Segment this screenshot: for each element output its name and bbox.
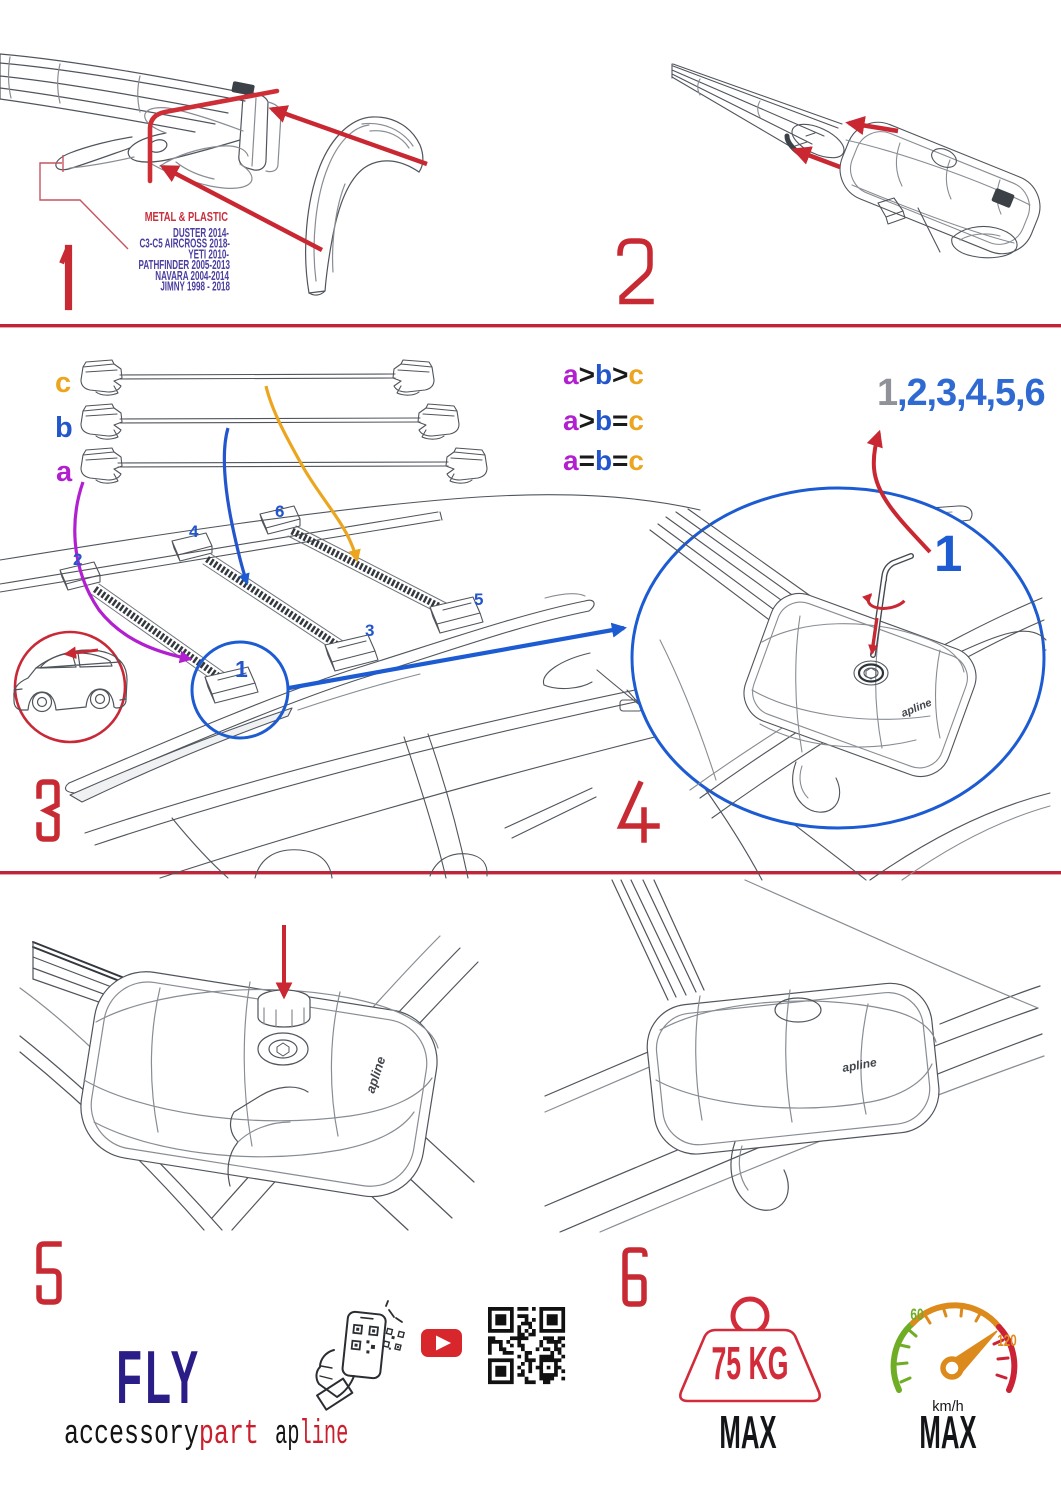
svg-text:apline: apline [841, 1055, 878, 1075]
svg-text:b: b [55, 412, 73, 444]
svg-text:1,2,3,4,5,6: 1,2,3,4,5,6 [877, 372, 1045, 414]
svg-text:75 KG: 75 KG [711, 1337, 788, 1388]
svg-text:5: 5 [474, 590, 483, 609]
svg-text:MAX: MAX [719, 1406, 776, 1458]
svg-text:60: 60 [910, 1306, 923, 1325]
svg-text:a: a [56, 456, 73, 488]
svg-text:1: 1 [934, 525, 962, 582]
svg-text:a>b>c: a>b>c [563, 359, 644, 390]
svg-text:FLY: FLY [116, 1335, 202, 1419]
svg-text:C3-C5 AIRCROSS 2018-: C3-C5 AIRCROSS 2018- [139, 237, 230, 251]
svg-text:apline: apline [275, 1416, 348, 1454]
svg-text:1: 1 [235, 656, 248, 682]
svg-text:METAL & PLASTIC: METAL & PLASTIC [145, 211, 228, 225]
svg-text:PATHFINDER 2005-2013: PATHFINDER 2005-2013 [139, 258, 231, 272]
svg-text:2: 2 [73, 550, 82, 569]
svg-text:6: 6 [275, 502, 284, 521]
svg-text:MAX: MAX [919, 1406, 976, 1458]
svg-text:120: 120 [997, 1332, 1016, 1351]
svg-text:a>b=c: a>b=c [563, 405, 644, 436]
svg-text:km/h: km/h [932, 1399, 963, 1415]
svg-text:DUSTER 2014-: DUSTER 2014- [173, 226, 229, 240]
svg-text:4: 4 [189, 522, 199, 541]
svg-text:accessorypart: accessorypart [64, 1415, 259, 1454]
svg-text:NAVARA 2004-2014: NAVARA 2004-2014 [155, 269, 229, 283]
svg-text:YETI 2010-: YETI 2010- [188, 248, 229, 262]
svg-text:JIMNY 1998 - 2018: JIMNY 1998 - 2018 [160, 280, 230, 294]
svg-text:a=b=c: a=b=c [563, 445, 644, 476]
svg-text:c: c [55, 367, 71, 399]
svg-text:3: 3 [365, 621, 374, 640]
